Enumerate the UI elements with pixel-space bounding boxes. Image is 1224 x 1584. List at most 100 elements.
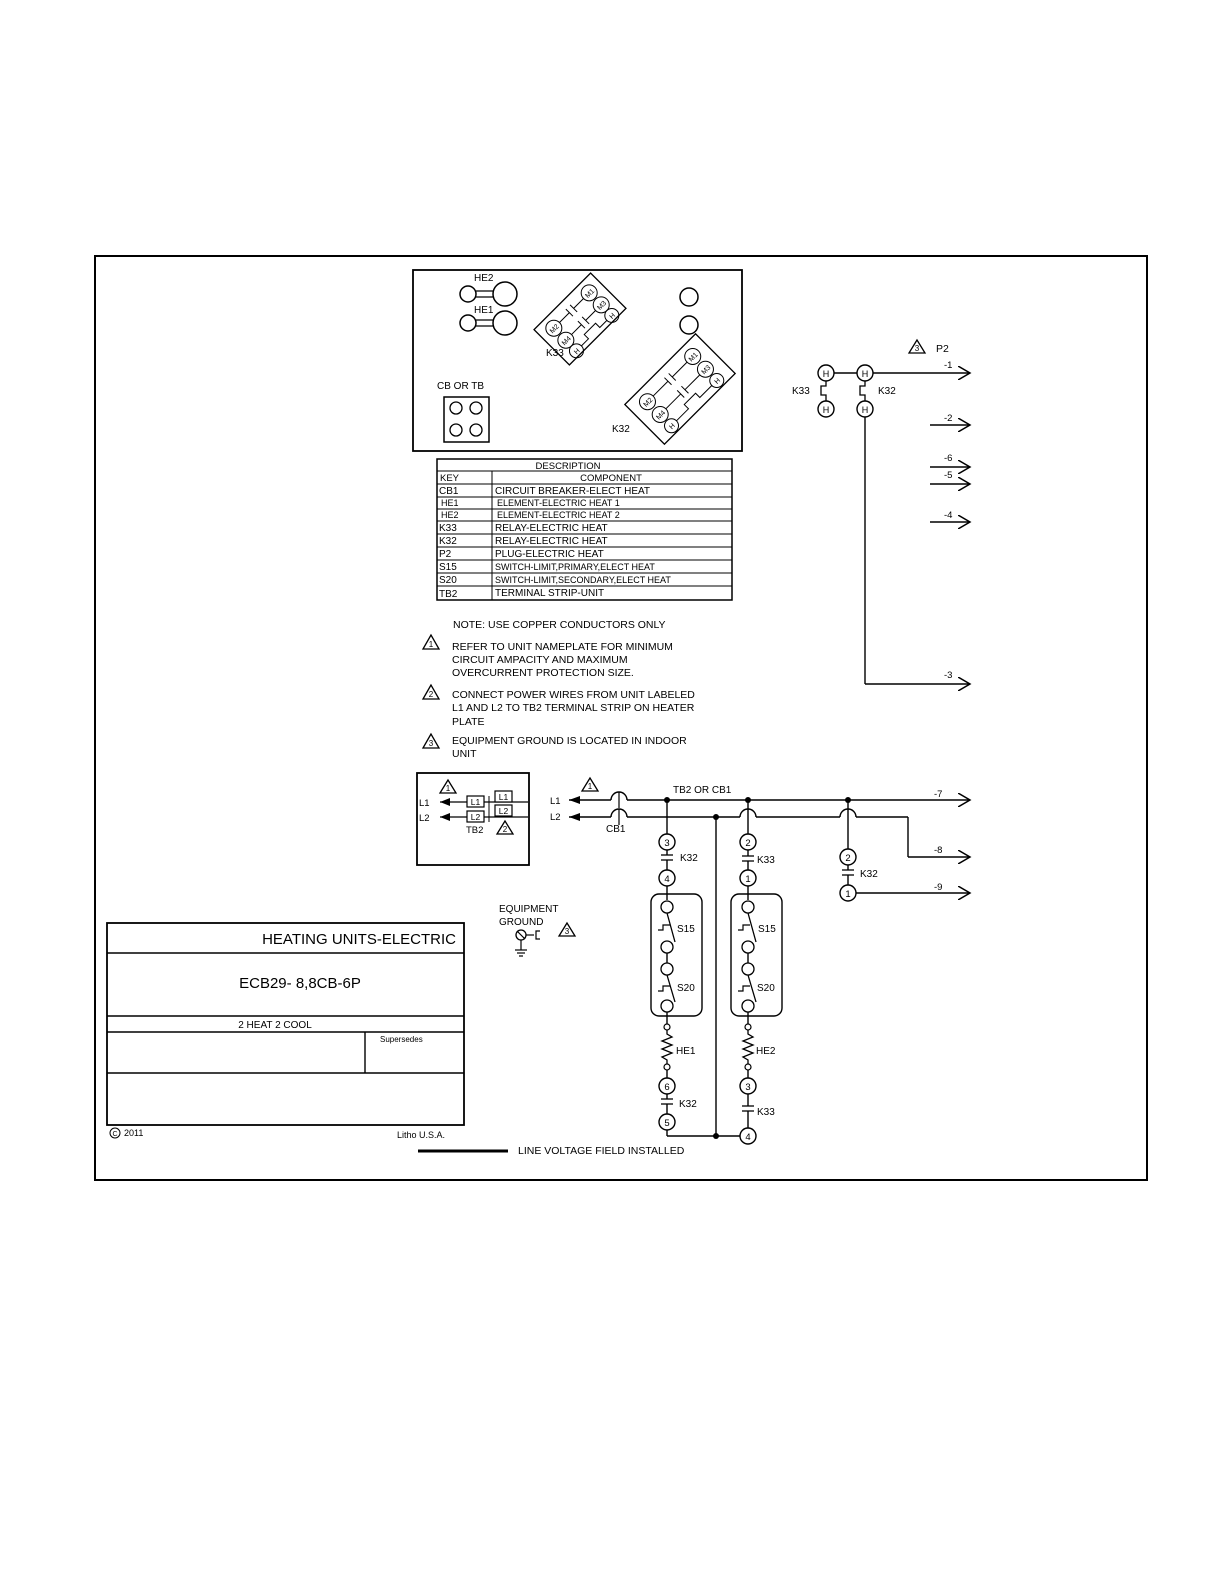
svg-text:4: 4 [664, 874, 669, 885]
copyright-year: 2011 [124, 1128, 143, 1138]
k32-contact-label: K32 [680, 853, 698, 864]
title-supersedes: Supersedes [380, 1035, 423, 1044]
he2-label: HE2 [474, 273, 494, 284]
mounting-hole [679, 287, 699, 307]
inset-term-l1: L1 [499, 792, 509, 802]
k32-relay-layout: M2 M1 M4 M3 H H [623, 332, 737, 446]
ground-label-line2: GROUND [499, 917, 543, 928]
note-3-line: UNIT [452, 748, 477, 760]
legend: LINE VOLTAGE FIELD INSTALLED [418, 1145, 685, 1157]
schematic-pin-label: -9 [934, 882, 942, 893]
svg-text:M4: M4 [655, 410, 667, 422]
ground-note-number: 3 [565, 927, 570, 936]
svg-text:H: H [823, 405, 830, 415]
table-row-key: S15 [439, 562, 457, 573]
table-row-component: TERMINAL STRIP-UNIT [495, 588, 604, 599]
inset-tb-l1: L1 [471, 797, 481, 807]
he1-label: HE1 [474, 305, 494, 316]
svg-text:H: H [573, 348, 582, 357]
description-table: DESCRIPTION KEY COMPONENT CB1 CIRCUIT BR… [436, 458, 733, 601]
inset-tb-l2: L2 [471, 812, 481, 822]
svg-text:3: 3 [745, 1082, 750, 1093]
cb-or-tb-block [443, 396, 490, 443]
note-3-number: 3 [429, 739, 434, 748]
svg-text:3: 3 [664, 838, 669, 849]
table-row-key: P2 [439, 549, 452, 560]
k32-contact-label-3: K32 [860, 869, 878, 880]
svg-text:M4: M4 [561, 335, 573, 347]
k33-relay-layout: M2 M1 M4 M3 H H [533, 272, 627, 366]
table-row-component: ELEMENT-ELECTRIC HEAT 1 [497, 498, 620, 508]
inset-l2: L2 [419, 813, 430, 824]
p2-note-number: 3 [915, 344, 920, 353]
p2-label: P2 [936, 343, 949, 355]
he1-element-label: HE1 [676, 1046, 696, 1057]
note-2-line: PLATE [452, 716, 484, 728]
table-row-component: RELAY-ELECTRIC HEAT [495, 523, 608, 534]
p2-k32-label: K32 [878, 386, 896, 397]
table-row-key: CB1 [439, 486, 459, 497]
svg-text:4: 4 [745, 1132, 750, 1143]
table-row-key: K33 [439, 523, 457, 534]
p2-pin-label: -2 [944, 413, 952, 424]
component-layout-box: HE2 HE1 M2 M1 M4 M3 H H K33 [412, 269, 743, 452]
title-model: ECB29- 8,8CB-6P [239, 975, 361, 992]
note-3-line: EQUIPMENT GROUND IS LOCATED IN INDOOR [452, 735, 687, 747]
svg-text:H: H [714, 377, 723, 386]
svg-text:2: 2 [845, 853, 850, 864]
svg-text:6: 6 [664, 1082, 669, 1093]
svg-text:1: 1 [745, 874, 750, 885]
p2-pin-label: -5 [944, 470, 952, 481]
note-2-line: CONNECT POWER WIRES FROM UNIT LABELED [452, 689, 695, 701]
table-row-component: PLUG-ELECTRIC HEAT [495, 549, 604, 560]
svg-text:M3: M3 [596, 300, 608, 312]
k32-layout-label: K32 [612, 424, 630, 435]
title-block: HEATING UNITS-ELECTRIC ECB29- 8,8CB-6P 2… [106, 922, 465, 1140]
schematic-pin-label: -7 [934, 789, 942, 800]
table-row-component: SWITCH-LIMIT,SECONDARY,ELECT HEAT [495, 575, 671, 585]
svg-text:H: H [609, 312, 618, 321]
svg-text:2: 2 [745, 838, 750, 849]
svg-text:H: H [668, 423, 677, 432]
note-copper: NOTE: USE COPPER CONDUCTORS ONLY [453, 619, 666, 631]
s20-label-2: S20 [757, 983, 775, 994]
limit-switch-group-2 [730, 893, 783, 1017]
ground-label-line1: EQUIPMENT [499, 904, 558, 915]
s20-label-1: S20 [677, 983, 695, 994]
svg-text:H: H [823, 369, 830, 379]
limit-switch-group-1 [650, 893, 703, 1017]
p2-k33-label: K33 [792, 386, 810, 397]
k32-contact-label-2: K32 [679, 1099, 697, 1110]
note-1-line: CIRCUIT AMPACITY AND MAXIMUM [452, 654, 628, 666]
schematic-l1: L1 [550, 796, 561, 807]
s15-label-2: S15 [758, 924, 776, 935]
copyright-symbol: C [112, 1131, 117, 1138]
table-row-component: SWITCH-LIMIT,PRIMARY,ELECT HEAT [495, 562, 655, 572]
inset-l1: L1 [419, 798, 430, 809]
main-schematic: 1 L1 L2 TB2 OR CB1 CB1 -7 -8 3 [550, 776, 970, 1145]
mounting-hole [679, 315, 699, 335]
note-1-line: OVERCURRENT PROTECTION SIZE. [452, 667, 634, 679]
equipment-ground: EQUIPMENT GROUND 3 [499, 904, 577, 957]
table-row-component: CIRCUIT BREAKER-ELECT HEAT [495, 486, 650, 497]
tb2-inset: 1 L1 L2 L1 L2 L1 L2 TB2 2 [416, 772, 530, 866]
schematic-l2: L2 [550, 812, 561, 823]
p2-pin-label: -1 [944, 360, 952, 371]
notes-block: NOTE: USE COPPER CONDUCTORS ONLY 1 REFER… [421, 619, 695, 760]
title-subtitle: 2 HEAT 2 COOL [238, 1020, 312, 1031]
he2-element-label: HE2 [756, 1046, 776, 1057]
inset-note-1: 1 [446, 784, 451, 793]
table-row-key: HE2 [441, 510, 459, 520]
p2-plug: 3 P2 H H H H K33 K32 -1 -2 -6 -5 -4 -3 [792, 338, 970, 684]
tb2-or-cb1-label: TB2 OR CB1 [673, 785, 732, 796]
title-heading: HEATING UNITS-ELECTRIC [262, 931, 456, 948]
svg-text:M2: M2 [549, 323, 561, 335]
k33-contact-label: K33 [757, 855, 775, 866]
p2-pin-label: -3 [944, 670, 952, 681]
svg-text:H: H [862, 369, 869, 379]
schematic-pin-label: -8 [934, 845, 942, 856]
drawing-frame [94, 255, 1148, 1181]
schematic-note-1: 1 [588, 782, 593, 791]
svg-text:M2: M2 [643, 397, 655, 409]
